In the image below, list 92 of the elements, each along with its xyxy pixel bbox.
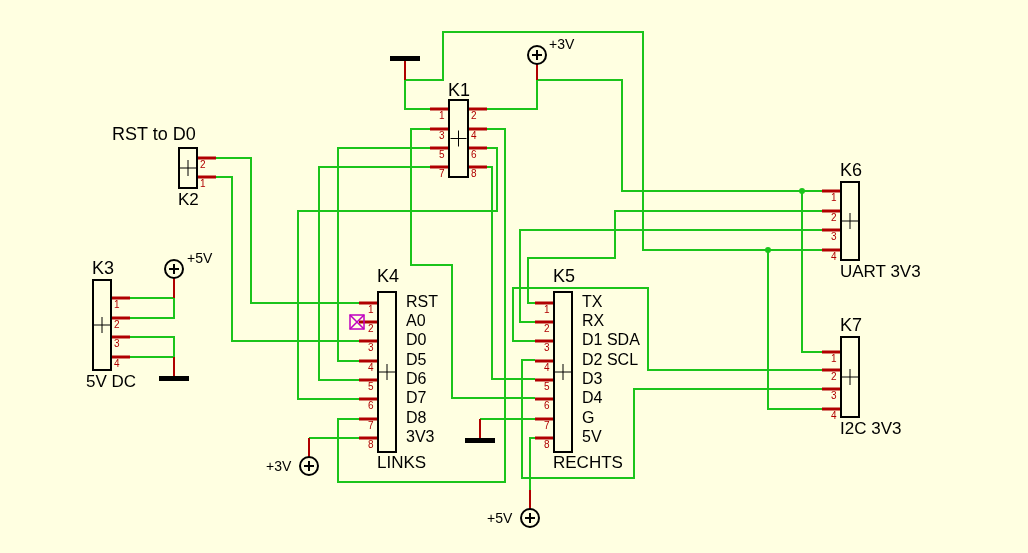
pin-name: D4: [582, 389, 603, 407]
connector-name: K3: [92, 258, 115, 278]
wire: [129, 297, 175, 319]
pin-name: D8: [406, 409, 427, 427]
connector-caption: UART 3V3: [840, 262, 921, 282]
wire: [519, 229, 823, 323]
pin-name: D2 SCL: [582, 351, 639, 369]
pin-number: 1: [114, 299, 120, 310]
pin-number: 6: [368, 400, 374, 411]
pin-number: 3: [544, 342, 550, 353]
wire: [308, 437, 360, 439]
wire: [337, 128, 506, 483]
pin-number: 4: [831, 251, 837, 262]
wire: [512, 287, 823, 371]
pin-name: D6: [406, 370, 427, 388]
connector-name: K5: [553, 266, 576, 286]
pin-number: 1: [831, 192, 837, 203]
wire: [404, 79, 431, 110]
wire: [215, 176, 360, 342]
pin-name: TX: [582, 293, 603, 311]
supply-label: +5V: [187, 250, 213, 266]
pin-number: 3: [114, 338, 120, 349]
pin-number: 6: [471, 149, 477, 160]
pin-number: 4: [544, 362, 550, 373]
connector-caption: K2: [178, 190, 199, 210]
wire: [479, 418, 536, 420]
pin-number: 3: [831, 390, 837, 401]
pin-number: 4: [471, 130, 477, 141]
pin-number: 8: [544, 439, 550, 450]
connector-name: RST to D0: [112, 124, 196, 144]
pin-number: 6: [544, 400, 550, 411]
wire: [529, 437, 536, 491]
pin-number: 5: [368, 381, 374, 392]
connector-name: K6: [840, 160, 863, 180]
pin-number: 2: [471, 110, 477, 121]
pin-name: 5V: [582, 428, 602, 446]
pin-name: RST: [406, 293, 438, 311]
pin-number: 2: [831, 212, 837, 223]
wire: [129, 336, 175, 358]
pin-name: A0: [406, 312, 426, 330]
pin-number: 2: [831, 371, 837, 382]
pin-number: 4: [114, 358, 120, 369]
supply-label: +3V: [266, 458, 292, 474]
wire: [527, 210, 823, 304]
pin-number: 1: [439, 110, 445, 121]
pin-number: 2: [114, 319, 120, 330]
supply-label: +3V: [549, 36, 575, 52]
pin-number: 3: [368, 342, 374, 353]
wire: [215, 157, 360, 304]
pin-number: 1: [200, 178, 206, 189]
pin-number: 7: [368, 420, 374, 431]
connector-caption: I2C 3V3: [840, 419, 902, 439]
wire: [410, 128, 536, 399]
wire: [486, 79, 538, 110]
pin-number: 4: [368, 362, 374, 373]
pin-number: 7: [544, 420, 550, 431]
pin-number: 5: [544, 381, 550, 392]
pin-number: 1: [368, 304, 374, 315]
pin-name: G: [582, 409, 595, 427]
connector-name: K4: [377, 266, 400, 286]
wire: [318, 166, 431, 381]
pin-number: 8: [471, 168, 477, 179]
wire: [297, 147, 498, 400]
wire: [521, 359, 823, 479]
supply-label: +5V: [487, 510, 513, 526]
pin-number: 8: [368, 439, 374, 450]
pin-number: 7: [439, 168, 445, 179]
pin-number: 1: [544, 304, 550, 315]
pin-number: 4: [831, 410, 837, 421]
connector-caption: LINKS: [377, 453, 427, 473]
wire: [129, 356, 175, 358]
pin-number: 5: [439, 149, 445, 160]
pin-name: D0: [406, 331, 427, 349]
connector-caption: RECHTS: [553, 453, 623, 473]
pin-name: D5: [406, 351, 427, 369]
pin-name: D1 SDA: [582, 331, 640, 349]
connector-name: K1: [448, 80, 471, 100]
pin-number: 3: [831, 231, 837, 242]
pin-name: 3V3: [406, 428, 435, 446]
pin-number: 1: [831, 353, 837, 364]
pin-number: 2: [200, 159, 206, 170]
pin-name: RX: [582, 312, 605, 330]
pin-name: D7: [406, 389, 427, 407]
pin-number: 2: [368, 323, 374, 334]
wire: [129, 297, 175, 299]
pin-name: D3: [582, 370, 603, 388]
wire: [486, 166, 536, 380]
connector-name: K7: [840, 315, 863, 335]
pin-number: 3: [439, 130, 445, 141]
wire: [337, 147, 431, 362]
pin-number: 2: [544, 323, 550, 334]
connector-caption: 5V DC: [86, 372, 137, 392]
